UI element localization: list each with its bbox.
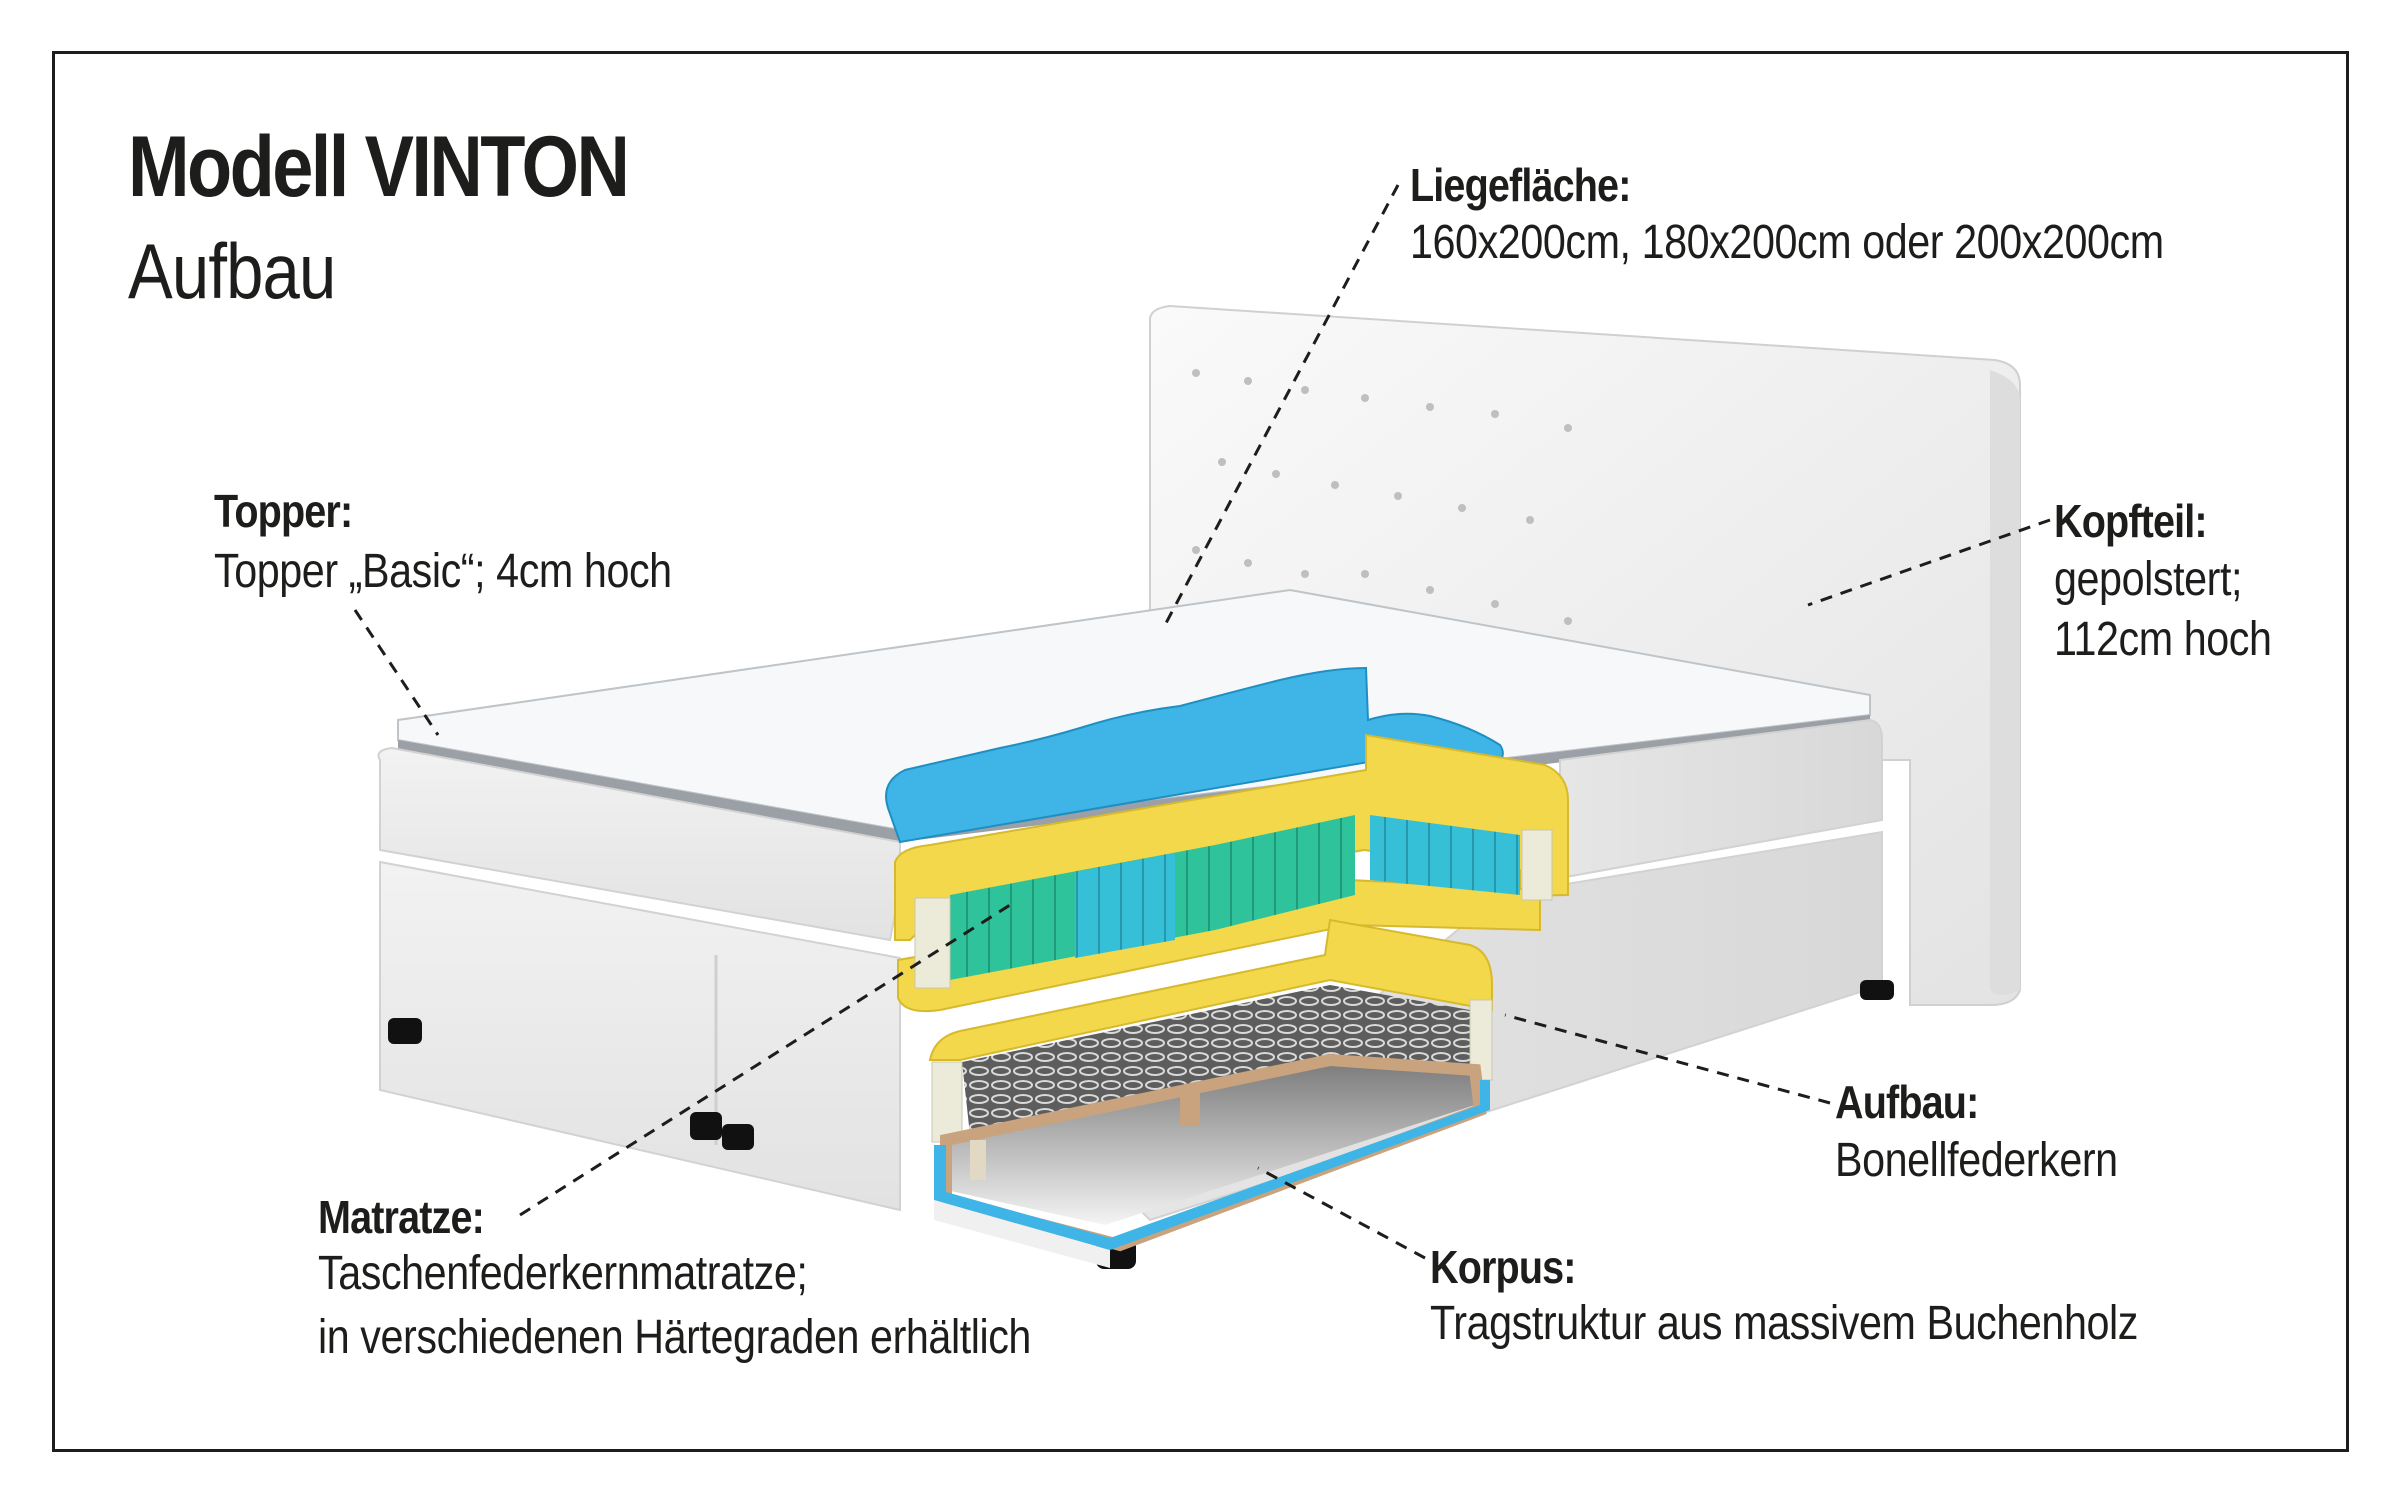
callout-liegeflaeche-heading: Liegefläche: — [1410, 159, 1631, 211]
leader-lines — [353, 184, 2051, 1260]
callout-matratze-heading: Matratze: — [318, 1191, 485, 1243]
callout-aufbau-heading: Aufbau: — [1835, 1076, 1979, 1128]
callout-topper-heading: Topper: — [214, 485, 353, 537]
callout-kopfteil-text-2: 112cm hoch — [2054, 613, 2272, 666]
callout-topper-text: Topper „Basic“; 4cm hoch — [214, 545, 672, 598]
callout-matratze-text-1: Taschenfederkernmatratze; — [318, 1247, 808, 1300]
callout-korpus-heading: Korpus: — [1430, 1241, 1576, 1293]
wooden-frame — [946, 1060, 1475, 1225]
callout-aufbau-text: Bonellfederkern — [1835, 1134, 2118, 1187]
lower-box — [379, 860, 901, 1212]
diagram-frame — [52, 51, 2349, 1452]
callout-liegeflaeche-text: 160x200cm, 180x200cm oder 200x200cm — [1410, 216, 2164, 269]
callout-matratze-text-2: in verschiedenen Härtegraden erhältlich — [318, 1311, 1031, 1364]
page-subtitle: Aufbau — [128, 227, 336, 315]
page-title: Modell VINTON — [128, 119, 630, 215]
bonnell-springs — [962, 985, 1470, 1135]
callout-korpus-text: Tragstruktur aus massivem Buchenholz — [1430, 1297, 2138, 1350]
callout-kopfteil-heading: Kopfteil: — [2054, 495, 2208, 547]
callout-kopfteil-text-1: gepolstert; — [2054, 553, 2243, 606]
comfort-foam-layer — [885, 666, 1504, 844]
